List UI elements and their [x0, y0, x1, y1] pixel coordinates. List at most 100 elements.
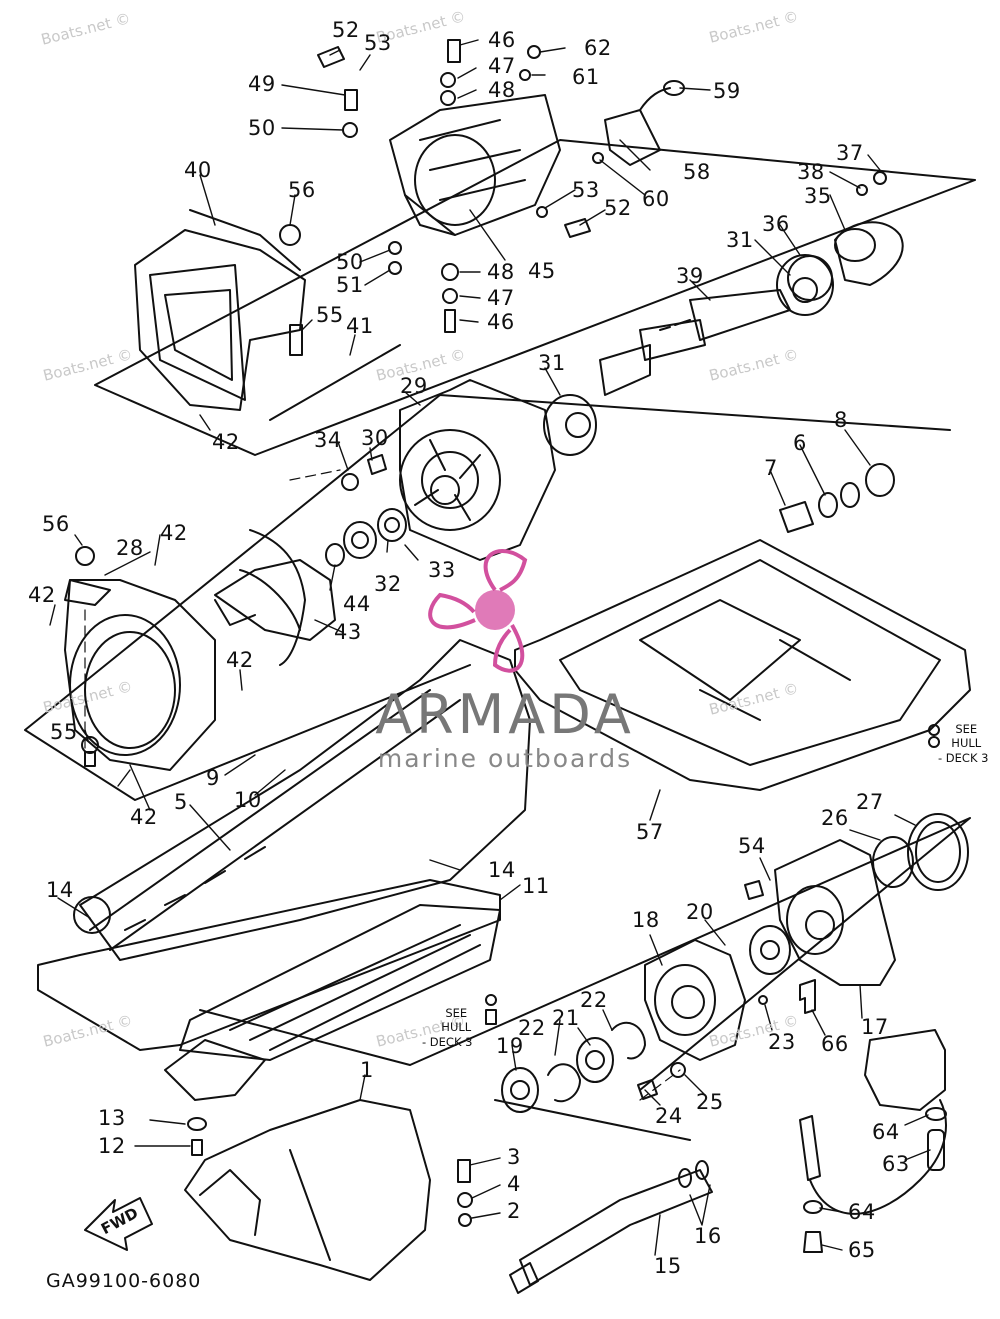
callout-40: 40 — [184, 158, 212, 182]
brand-name: ARMADA — [375, 683, 635, 746]
callout-19: 19 — [496, 1034, 524, 1058]
callout-50: 50 — [248, 116, 276, 140]
callout-39: 39 — [676, 264, 704, 288]
pump-housing-40 — [134, 229, 306, 411]
callout-48: 48 — [488, 78, 516, 102]
callout-27: 27 — [856, 790, 884, 814]
callout-42: 42 — [226, 648, 254, 672]
callout-23: 23 — [768, 1030, 796, 1054]
seal-33 — [377, 508, 407, 542]
callout-12: 12 — [98, 1134, 126, 1158]
callout-22: 22 — [518, 1016, 546, 1040]
callout-5: 5 — [174, 790, 188, 814]
armada-logo-mark — [428, 549, 528, 673]
see-hull-note-left: SEE HULL - DECK 3 — [422, 1006, 473, 1049]
oring-27 — [907, 813, 969, 891]
callout-15: 15 — [654, 1254, 682, 1278]
ride-plate-14 — [37, 879, 501, 1051]
callout-29: 29 — [400, 374, 428, 398]
callout-59: 59 — [713, 79, 741, 103]
callout-42: 42 — [130, 805, 158, 829]
duct-body-5 — [79, 639, 531, 961]
callout-45: 45 — [528, 259, 556, 283]
callout-26: 26 — [821, 806, 849, 830]
callout-35: 35 — [804, 184, 832, 208]
callout-4: 4 — [507, 1172, 521, 1196]
callout-54: 54 — [738, 834, 766, 858]
callout-64: 64 — [872, 1120, 900, 1144]
callout-53: 53 — [572, 178, 600, 202]
group-bracket-lower — [199, 817, 971, 1141]
callout-60: 60 — [642, 187, 670, 211]
brand-tagline: marine outboards — [377, 744, 633, 773]
callout-42: 42 — [28, 583, 56, 607]
callout-17: 17 — [861, 1015, 889, 1039]
duct-28 — [64, 579, 216, 771]
tie-rod-41 — [269, 344, 401, 421]
callout-49: 49 — [248, 72, 276, 96]
washer-44 — [325, 543, 345, 567]
callout-30: 30 — [361, 426, 389, 450]
leader-lines — [49, 39, 931, 1256]
callout-64: 64 — [848, 1200, 876, 1224]
callout-43: 43 — [334, 620, 362, 644]
callout-63: 63 — [882, 1152, 910, 1176]
callout-14: 14 — [46, 878, 74, 902]
callout-46: 46 — [488, 28, 516, 52]
callout-47: 47 — [487, 286, 515, 310]
armada-brand: ARMADA marine outboards — [340, 683, 670, 773]
bearing-housing-18 — [644, 939, 746, 1061]
collar-8 — [865, 463, 895, 497]
intake-grate-11 — [179, 904, 501, 1061]
bearing-31 — [543, 394, 597, 456]
callout-16: 16 — [694, 1224, 722, 1248]
callout-56: 56 — [42, 512, 70, 536]
callout-55: 55 — [316, 303, 344, 327]
callout-31: 31 — [726, 228, 754, 252]
seal-32 — [343, 521, 377, 559]
callout-52: 52 — [332, 18, 360, 42]
callout-44: 44 — [343, 592, 371, 616]
callout-14: 14 — [488, 858, 516, 882]
circlip-22b — [611, 1021, 646, 1060]
nozzle-housing — [389, 94, 561, 236]
callout-10: 10 — [234, 788, 262, 812]
callout-53: 53 — [364, 31, 392, 55]
callout-47: 47 — [488, 54, 516, 78]
group-bracket-middle — [24, 394, 951, 801]
callout-51: 51 — [336, 273, 364, 297]
callout-38: 38 — [797, 160, 825, 184]
callout-1: 1 — [360, 1058, 374, 1082]
callout-2: 2 — [507, 1199, 521, 1223]
callout-13: 13 — [98, 1106, 126, 1130]
callout-46: 46 — [487, 310, 515, 334]
bearing-20 — [749, 925, 791, 975]
callout-8: 8 — [834, 408, 848, 432]
callout-62: 62 — [584, 36, 612, 60]
gearcase-26 — [774, 839, 896, 986]
callout-48: 48 — [487, 260, 515, 284]
callout-42: 42 — [160, 521, 188, 545]
callout-22: 22 — [580, 988, 608, 1012]
callout-36: 36 — [762, 212, 790, 236]
callout-55: 55 — [50, 720, 78, 744]
impeller-43 — [214, 559, 336, 641]
see-hull-note-right: SEE HULL - DECK 3 — [938, 722, 989, 765]
callout-52: 52 — [604, 196, 632, 220]
callout-3: 3 — [507, 1145, 521, 1169]
callout-33: 33 — [428, 558, 456, 582]
steering-nozzle — [604, 87, 671, 166]
callout-9: 9 — [206, 766, 220, 790]
circlip-22a — [547, 1063, 581, 1103]
callout-7: 7 — [764, 456, 778, 480]
callout-37: 37 — [836, 141, 864, 165]
callout-6: 6 — [793, 431, 807, 455]
diagram-code: GA99100-6080 — [46, 1270, 202, 1292]
callout-50: 50 — [336, 250, 364, 274]
bearing-21 — [576, 1037, 614, 1083]
callout-18: 18 — [632, 908, 660, 932]
callout-66: 66 — [821, 1032, 849, 1056]
callout-56: 56 — [288, 178, 316, 202]
